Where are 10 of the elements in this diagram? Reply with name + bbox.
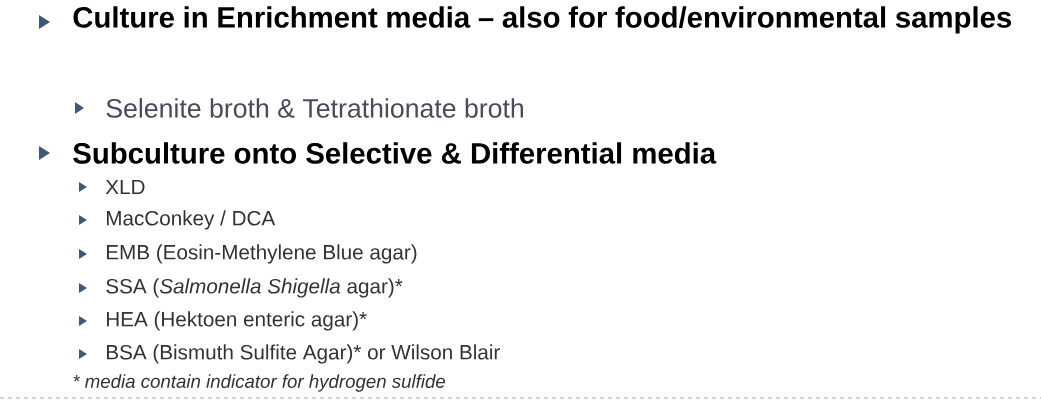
list-item-text: XLD: [105, 179, 145, 195]
list-item-text: EMB (Eosin-Methylene Blue agar): [106, 244, 417, 264]
footnote-text: * media contain indicator for hydrogen sulfide: [73, 374, 446, 392]
list-item-text: MacConkey / DCA: [106, 210, 276, 230]
sub-bullet-text: Selenite broth & Tetrathionate broth: [106, 98, 523, 118]
main-bullet-text: Subculture onto Selective & Differential media: [73, 142, 717, 164]
list-item-text: HEA (Hektoen enteric agar)*: [106, 311, 367, 331]
main-bullet-text: Culture in Enrichment media – also for food/environmental samples: [73, 6, 1012, 34]
list-item-text: BSA (Bismuth Sulfite Agar)* or Wilson Blair: [106, 344, 500, 364]
list-item-text: SSA (Salmonella Shigella agar)*: [106, 278, 403, 298]
